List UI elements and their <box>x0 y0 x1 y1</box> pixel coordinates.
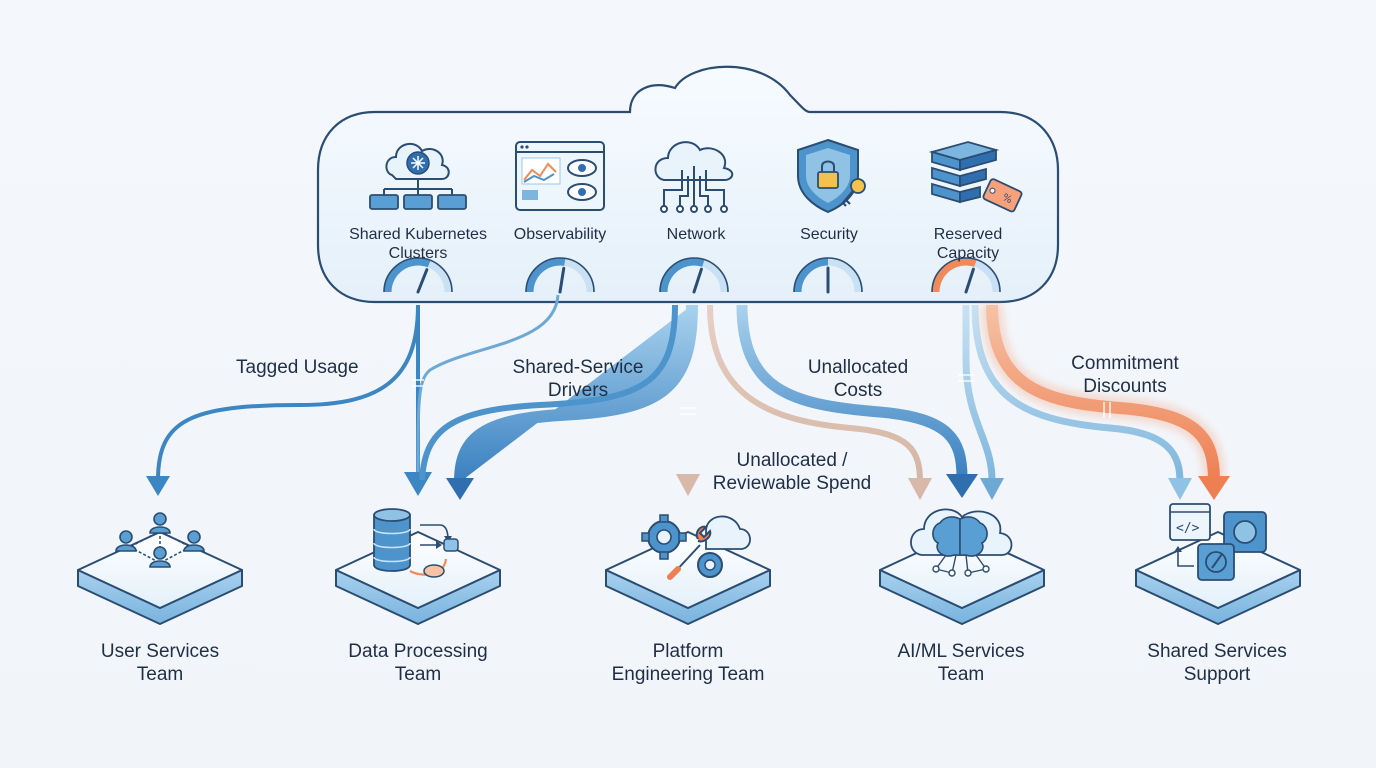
ai-brain-cloud-icon <box>910 508 1013 577</box>
gauge-needle <box>692 267 703 294</box>
team-label-line2: Team <box>937 664 985 685</box>
flow-label-line2: Reviewable Spend <box>712 473 872 494</box>
gauge-outline <box>525 257 595 293</box>
service-label-line1: Observability <box>513 226 607 243</box>
team-label-line2: Team <box>394 664 442 685</box>
arrow-observability-data-processing <box>416 294 560 479</box>
service-label-observability: Observability <box>475 225 645 244</box>
team-label-line1: User Services <box>100 641 220 662</box>
arrow-unallocated-reviewable <box>707 304 923 483</box>
gauge-fill <box>526 258 566 293</box>
team-label-shared-services-support: Shared Services Support <box>1112 640 1322 686</box>
network-cloud-icon <box>654 141 734 213</box>
team-platform-0 <box>77 531 243 625</box>
people-network-icon <box>115 512 205 568</box>
team-label-line2: Team <box>136 664 184 685</box>
team-label-platform-engineering: Platform Engineering Team <box>583 640 793 686</box>
gauge-outline <box>383 257 453 293</box>
gauge-outline <box>931 257 1001 293</box>
gauge-outline <box>659 257 729 293</box>
service-label-line1: Network <box>666 226 726 243</box>
arrow-reserved-shared-services <box>971 304 1184 483</box>
arrow-tagged-usage <box>156 304 420 481</box>
database-processing-icon <box>373 508 459 578</box>
service-label-network: Network <box>611 225 781 244</box>
team-label-line2: Engineering Team <box>611 664 765 685</box>
flow-label-tagged-usage: Tagged Usage <box>236 356 359 379</box>
gauge-2 <box>659 257 729 294</box>
gauge-0 <box>383 257 453 294</box>
gauge-fill <box>384 258 431 293</box>
team-label-aiml-services: AI/ML Services Team <box>856 640 1066 686</box>
service-label-security: Security <box>744 225 914 244</box>
gauge-fill <box>794 258 829 293</box>
gauge-needle <box>416 268 429 294</box>
service-label-kubernetes: Shared Kubernetes Clusters <box>333 225 503 263</box>
reserved-capacity-server-icon: % <box>928 141 1023 213</box>
arrow-shared-service-drivers <box>454 304 698 483</box>
service-label-line1: Reserved <box>933 226 1003 243</box>
arrow-unallocated-costs <box>736 304 968 479</box>
flow-label-line1: Commitment <box>1071 353 1179 374</box>
flow-label-line2: Discounts <box>1083 376 1167 397</box>
team-label-line1: Shared Services <box>1147 641 1287 662</box>
flow-label-line1: Unallocated / <box>736 450 848 471</box>
gauge-needle <box>964 267 975 294</box>
gauge-4 <box>931 257 1001 294</box>
svg-text:</>: </> <box>1176 521 1200 536</box>
gauge-needle <box>558 266 566 294</box>
team-label-line2: Support <box>1183 664 1251 685</box>
flow-label-text: Tagged Usage <box>236 357 359 378</box>
team-label-line1: Platform <box>652 641 724 662</box>
arrow-commitment-discounts <box>986 304 1220 481</box>
gear-wrench-cloud-icon <box>641 514 751 580</box>
observability-dashboard-icon <box>515 141 605 211</box>
team-label-user-services: User Services Team <box>55 640 265 686</box>
arrow-reserved-aiml <box>962 305 996 481</box>
team-label-line1: AI/ML Services <box>897 641 1025 662</box>
flow-label-shared-service-drivers: Shared-Service Drivers <box>503 356 653 402</box>
flow-label-line1: Unallocated <box>807 357 909 378</box>
gauge-fill <box>660 258 705 293</box>
code-support-icon: </> <box>1169 503 1267 581</box>
service-label-line1: Security <box>800 226 858 243</box>
service-label-line2: Clusters <box>388 245 448 262</box>
flow-label-unallocated-reviewable-spend: Unallocated / Reviewable Spend <box>700 449 884 495</box>
flow-label-unallocated-costs: Unallocated Costs <box>788 356 928 402</box>
service-label-reserved-capacity: Reserved Capacity <box>883 225 1053 263</box>
team-platform-1 <box>335 531 501 625</box>
flow-label-line2: Costs <box>833 380 883 401</box>
gauge-3 <box>793 257 863 294</box>
flow-label-commitment-discounts: Commitment Discounts <box>1050 352 1200 398</box>
service-label-line2: Capacity <box>936 245 1000 262</box>
flow-label-line1: Shared-Service <box>512 357 644 378</box>
flow-label-line2: Drivers <box>547 380 609 401</box>
team-label-line1: Data Processing <box>348 641 488 662</box>
gauge-1 <box>525 257 595 294</box>
gauge-fill <box>932 258 977 293</box>
gauge-outline <box>793 257 863 293</box>
service-label-line1: Shared Kubernetes <box>349 226 487 243</box>
security-shield-icon <box>797 138 866 214</box>
svg-text:%: % <box>1000 192 1013 206</box>
kubernetes-cluster-icon <box>369 142 467 210</box>
team-label-data-processing: Data Processing Team <box>313 640 523 686</box>
